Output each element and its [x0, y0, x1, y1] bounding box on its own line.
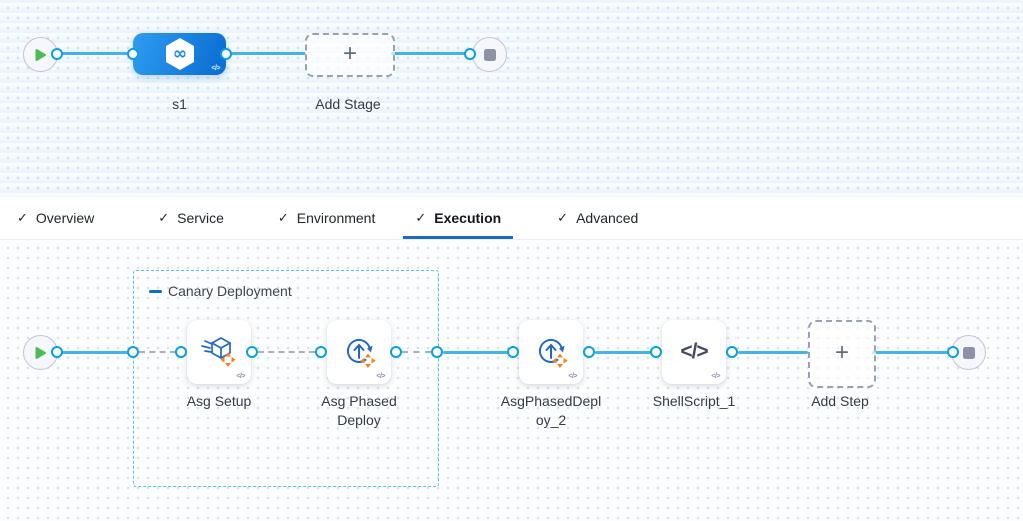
connector-point[interactable] [219, 47, 232, 60]
connector-line-dashed [402, 351, 431, 353]
connector-line [443, 350, 513, 354]
connector-point[interactable] [506, 345, 519, 358]
add-stage-button[interactable]: + [305, 33, 395, 77]
connector-line [872, 350, 953, 354]
tab-overview[interactable]: ✓ Overview [5, 197, 106, 239]
asg-phased-deploy-icon [346, 339, 376, 368]
code-view-badge[interactable]: </> [376, 373, 385, 380]
check-icon: ✓ [17, 210, 28, 225]
tab-service[interactable]: ✓ Service [146, 197, 236, 239]
tab-label: Advanced [576, 210, 639, 226]
step-name-label: ShellScript_1 [652, 393, 736, 409]
connector-point[interactable] [725, 345, 738, 358]
step-node-asg-setup[interactable]: </> [187, 320, 251, 384]
tab-label: Overview [35, 210, 95, 226]
tab-label: Service [177, 210, 224, 226]
connector-point[interactable] [126, 47, 139, 60]
step-group-canary-deployment: Canary Deployment [133, 270, 439, 487]
play-icon [35, 48, 46, 61]
connector-point[interactable] [582, 345, 595, 358]
tab-execution[interactable]: ✓ Execution [403, 197, 513, 239]
add-step-label: Add Step [811, 393, 869, 409]
shell-script-icon: </> [680, 340, 708, 363]
connector-point[interactable] [430, 345, 443, 358]
check-icon: ✓ [415, 210, 427, 225]
connector-line-dashed [139, 351, 176, 353]
connector-point[interactable] [245, 345, 258, 358]
connector-point[interactable] [50, 47, 63, 60]
tab-label: Execution [434, 210, 502, 226]
check-icon: ✓ [557, 210, 569, 225]
connector-line [226, 52, 306, 55]
step-name-label: AsgPhasedDeploy_2 [500, 393, 602, 428]
connector-line [738, 350, 808, 354]
code-view-badge[interactable]: </> [211, 65, 220, 72]
check-icon: ✓ [158, 210, 170, 225]
step-node-shellscript-1[interactable]: </> </> [662, 320, 726, 384]
step-name-label: Asg Setup [186, 393, 252, 409]
connector-point[interactable] [126, 345, 139, 358]
svg-text:∞: ∞ [172, 44, 186, 64]
tab-environment[interactable]: ✓ Environment [266, 197, 388, 239]
execution-end-node [951, 335, 986, 370]
check-icon: ✓ [277, 210, 289, 225]
asg-setup-icon [201, 337, 236, 367]
play-icon [35, 346, 46, 359]
step-node-asg-phased-deploy[interactable]: </> [327, 320, 391, 384]
connector-point[interactable] [463, 47, 476, 60]
connector-line [391, 52, 471, 55]
stop-icon [962, 346, 975, 359]
stage-graph-canvas[interactable]: ∞ </> + s1 Add Stage [0, 0, 1023, 197]
tab-advanced[interactable]: ✓ Advanced [545, 197, 650, 239]
connector-line [57, 52, 133, 55]
connector-point[interactable] [389, 345, 402, 358]
collapse-group-icon[interactable] [149, 290, 162, 293]
connector-point[interactable] [946, 345, 959, 358]
step-name-label: Asg Phased Deploy [321, 393, 397, 428]
asg-phased-deploy-icon [538, 339, 568, 368]
code-view-badge[interactable]: </> [236, 373, 245, 380]
connector-point[interactable] [50, 345, 63, 358]
connector-line-dashed [258, 351, 315, 353]
stage-config-tabs: ✓ Overview ✓ Service ✓ Environment ✓ Exe… [0, 197, 1023, 240]
stage-name-label: s1 [172, 96, 187, 112]
stop-icon [483, 48, 496, 61]
deployment-stage-icon: ∞ [165, 38, 194, 70]
code-view-badge[interactable]: </> [568, 373, 577, 380]
add-stage-label: Add Stage [315, 96, 381, 112]
stage-node-s1[interactable]: ∞ </> [133, 33, 226, 75]
tab-label: Environment [296, 210, 376, 226]
execution-graph-canvas[interactable]: Canary Deployment [0, 240, 1023, 521]
connector-line [595, 350, 656, 354]
connector-point[interactable] [649, 345, 662, 358]
add-step-button[interactable]: + [808, 320, 876, 388]
connector-line [57, 350, 133, 354]
plus-icon: + [834, 339, 849, 366]
connector-point[interactable] [174, 345, 187, 358]
group-name-label[interactable]: Canary Deployment [168, 283, 292, 299]
code-view-badge[interactable]: </> [711, 373, 720, 380]
step-node-asg-phased-deploy-2[interactable]: </> [519, 320, 583, 384]
plus-icon: + [342, 40, 357, 67]
pipeline-end-node [472, 37, 507, 72]
connector-point[interactable] [314, 345, 327, 358]
